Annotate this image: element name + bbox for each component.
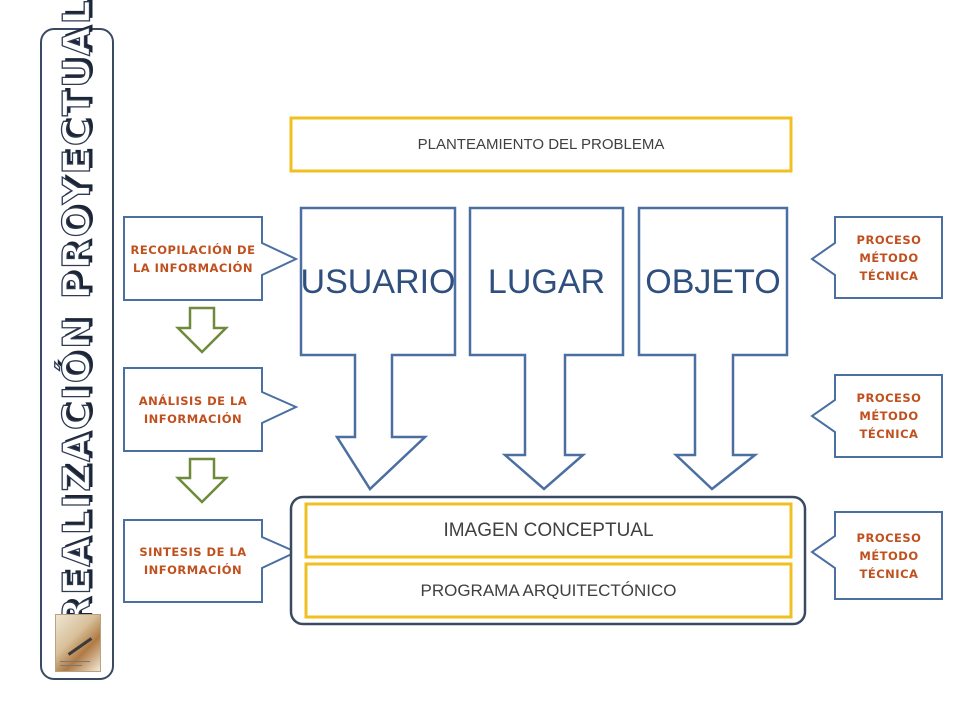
right-step-1-shape bbox=[810, 216, 943, 299]
left-step-3-label: SINTESIS DE LA INFORMACIÓN bbox=[139, 545, 247, 577]
right-step-3-shape bbox=[810, 511, 943, 600]
concept-lugar: LUGAR bbox=[487, 262, 606, 301]
right-step-2-shape bbox=[810, 374, 943, 458]
top-box-frame bbox=[289, 116, 793, 173]
top-box-label: PLANTEAMIENTO DEL PROBLEMA bbox=[417, 136, 665, 153]
programa-arquitectonico-label: PROGRAMA ARQUITECTÓNICO bbox=[420, 580, 677, 600]
right-step-3-label: PROCESO MÉTODO TÉCNICA bbox=[856, 530, 922, 581]
objeto-callout-shape bbox=[637, 206, 789, 491]
left-step-1-label: RECOPILACIÓN DE LA INFORMACIÓN bbox=[130, 242, 256, 275]
side-title: REALIZACIÓN PROYECTUAL bbox=[55, 0, 99, 627]
usuario-callout-shape bbox=[299, 206, 457, 491]
green-down-arrow-1 bbox=[174, 306, 230, 354]
programa-box-frame bbox=[304, 562, 793, 619]
left-step-2-shape bbox=[123, 367, 299, 452]
writing-hand-image bbox=[55, 614, 101, 672]
concept-usuario: USUARIO bbox=[300, 262, 456, 301]
left-step-1-shape bbox=[123, 216, 299, 301]
left-step-2-label: ANÁLISIS DE LA INFORMACIÓN bbox=[138, 393, 248, 426]
concept-objeto: OBJETO bbox=[645, 262, 781, 301]
green-down-arrow-2 bbox=[174, 457, 230, 504]
right-step-2-label: PROCESO MÉTODO TÉCNICA bbox=[856, 391, 922, 441]
left-step-3-shape bbox=[123, 519, 299, 603]
imagen-box-frame bbox=[304, 502, 793, 559]
right-step-1-label: PROCESO MÉTODO TÉCNICA bbox=[856, 232, 922, 283]
side-title-panel bbox=[40, 28, 114, 680]
lugar-callout-shape bbox=[468, 206, 625, 491]
imagen-conceptual-label: IMAGEN CONCEPTUAL bbox=[443, 519, 654, 541]
